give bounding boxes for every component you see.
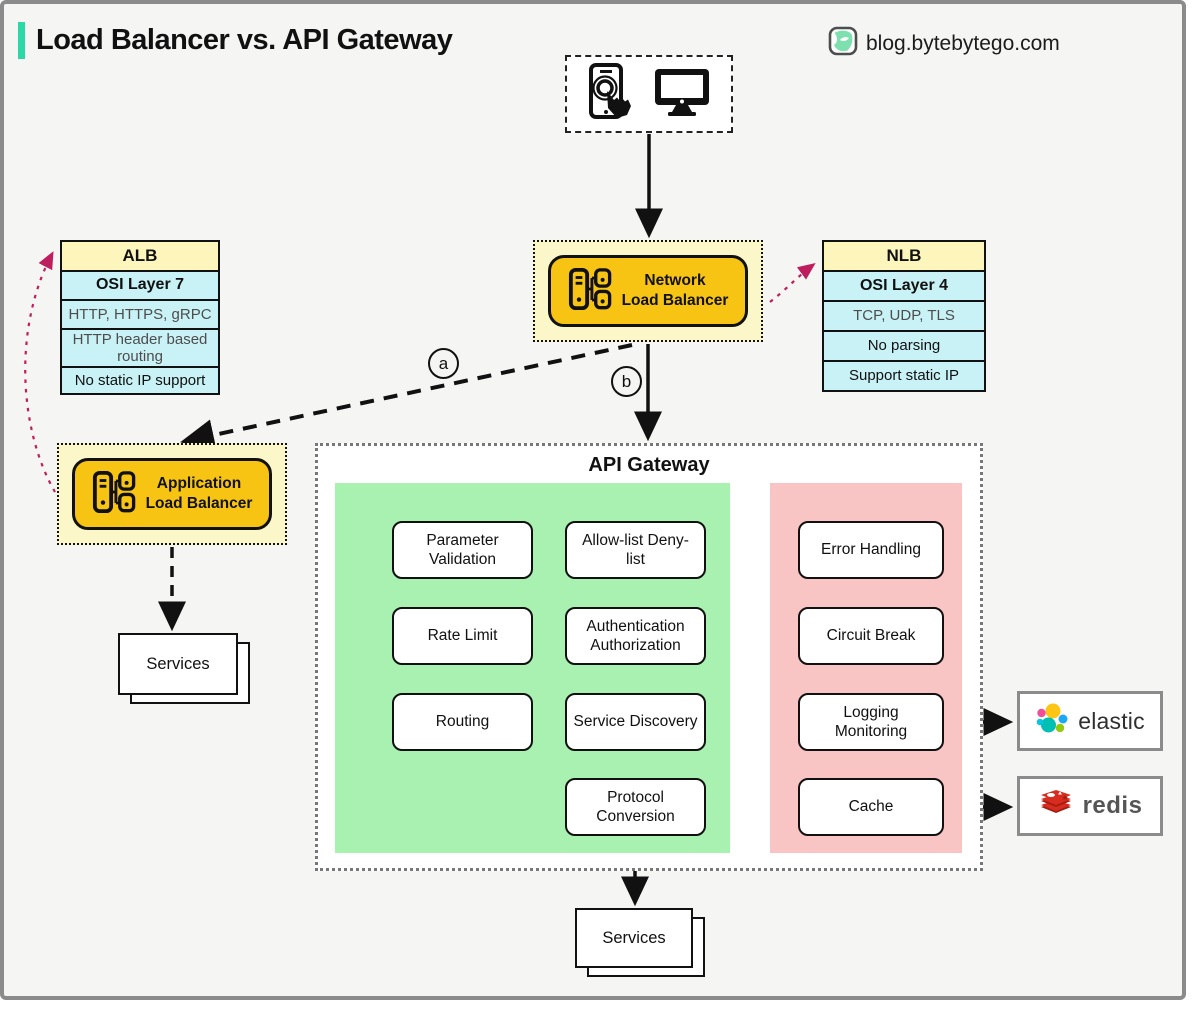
alb-table-row: HTTP header based routing <box>62 328 218 366</box>
edge-label-b: b <box>611 366 642 397</box>
flow-box-cache: Cache <box>798 778 944 836</box>
redis-logo-box: redis <box>1017 776 1163 836</box>
mobile-touch-icon <box>587 62 635 127</box>
alb-table-row: OSI Layer 7 <box>62 270 218 299</box>
flow-box-allow-deny-list: Allow-list Deny-list <box>565 521 706 579</box>
network-load-balancer-label: Network Load Balancer <box>621 271 729 309</box>
redis-wordmark: redis <box>1082 792 1143 819</box>
services-label: Services <box>575 908 693 968</box>
brand: blog.bytebytego.com <box>828 26 1060 61</box>
brand-text: blog.bytebytego.com <box>866 31 1060 55</box>
elastic-icon <box>1035 702 1069 741</box>
api-gateway-title: API Gateway <box>588 454 710 476</box>
flow-box-rate-limit: Rate Limit <box>392 607 533 665</box>
network-load-balancer-inner: Network Load Balancer <box>548 255 748 327</box>
flow-box-logging-monitoring: Logging Monitoring <box>798 693 944 751</box>
application-load-balancer-label: Application Load Balancer <box>145 474 253 512</box>
services-box-left: Services <box>118 633 250 704</box>
flow-box-service-discovery: Service Discovery <box>565 693 706 751</box>
services-box-bottom: Services <box>575 908 705 977</box>
flow-box-parameter-validation: Parameter Validation <box>392 521 533 579</box>
redis-icon <box>1038 788 1074 825</box>
application-load-balancer-box: Application Load Balancer <box>57 443 287 545</box>
load-balancer-icon <box>92 470 136 519</box>
alb-comparison-table: ALB OSI Layer 7 HTTP, HTTPS, gRPC HTTP h… <box>60 240 220 395</box>
flow-box-routing: Routing <box>392 693 533 751</box>
edge-label-a: a <box>428 348 459 379</box>
nlb-table-row: Support static IP <box>824 360 984 390</box>
alb-table-row: HTTP, HTTPS, gRPC <box>62 299 218 328</box>
flow-box-authentication-authorization: Authentication Authorization <box>565 607 706 665</box>
services-label: Services <box>118 633 238 695</box>
nlb-comparison-table: NLB OSI Layer 4 TCP, UDP, TLS No parsing… <box>822 240 986 392</box>
bytebytego-logo-icon <box>828 26 858 61</box>
nlb-table-row: OSI Layer 4 <box>824 270 984 300</box>
nlb-table-header: NLB <box>824 242 984 270</box>
elastic-logo-box: elastic <box>1017 691 1163 751</box>
network-load-balancer-box: Network Load Balancer <box>533 240 763 342</box>
application-load-balancer-inner: Application Load Balancer <box>72 458 272 530</box>
load-balancer-icon <box>568 267 612 316</box>
client-devices-box <box>565 55 733 133</box>
flow-box-error-handling: Error Handling <box>798 521 944 579</box>
nlb-table-row: No parsing <box>824 330 984 360</box>
nlb-table-row: TCP, UDP, TLS <box>824 300 984 330</box>
flow-box-circuit-break: Circuit Break <box>798 607 944 665</box>
alb-table-header: ALB <box>62 242 218 270</box>
flow-box-protocol-conversion: Protocol Conversion <box>565 778 706 836</box>
alb-table-row: No static IP support <box>62 366 218 393</box>
elastic-wordmark: elastic <box>1078 707 1145 734</box>
title-accent-bar <box>18 22 25 59</box>
monitor-icon <box>653 67 711 122</box>
page-title: Load Balancer vs. API Gateway <box>36 24 453 56</box>
